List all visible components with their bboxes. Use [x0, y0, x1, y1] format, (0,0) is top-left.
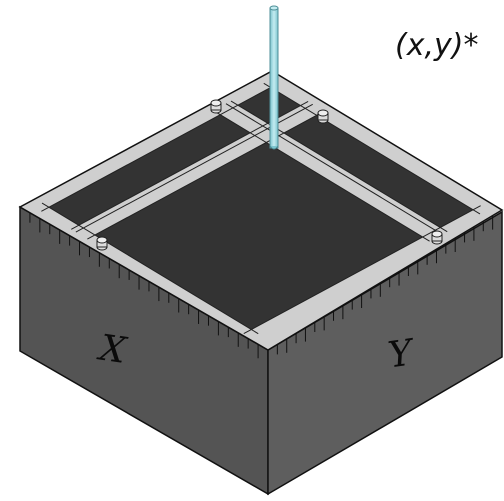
post-north-left	[210, 99, 222, 114]
rail-line	[225, 103, 443, 235]
rail-line	[213, 110, 430, 242]
rail-line	[41, 202, 259, 335]
right-face	[267, 210, 503, 496]
rail-line	[263, 82, 481, 215]
edge-ticks	[29, 212, 494, 359]
rail-line	[87, 110, 325, 240]
post-north-right	[317, 109, 329, 124]
post-west	[96, 236, 108, 251]
rail-line	[41, 82, 279, 212]
dark-panel	[283, 115, 474, 228]
rail-line	[71, 101, 309, 230]
post-east	[431, 230, 443, 245]
top-panels	[48, 87, 474, 330]
dark-panel	[94, 142, 423, 330]
coordinate-label: (x,y)*	[395, 28, 478, 63]
dark-panel	[48, 114, 251, 226]
rail-line	[243, 205, 481, 335]
vertical-pillar	[269, 5, 279, 150]
rail-line	[230, 100, 448, 233]
